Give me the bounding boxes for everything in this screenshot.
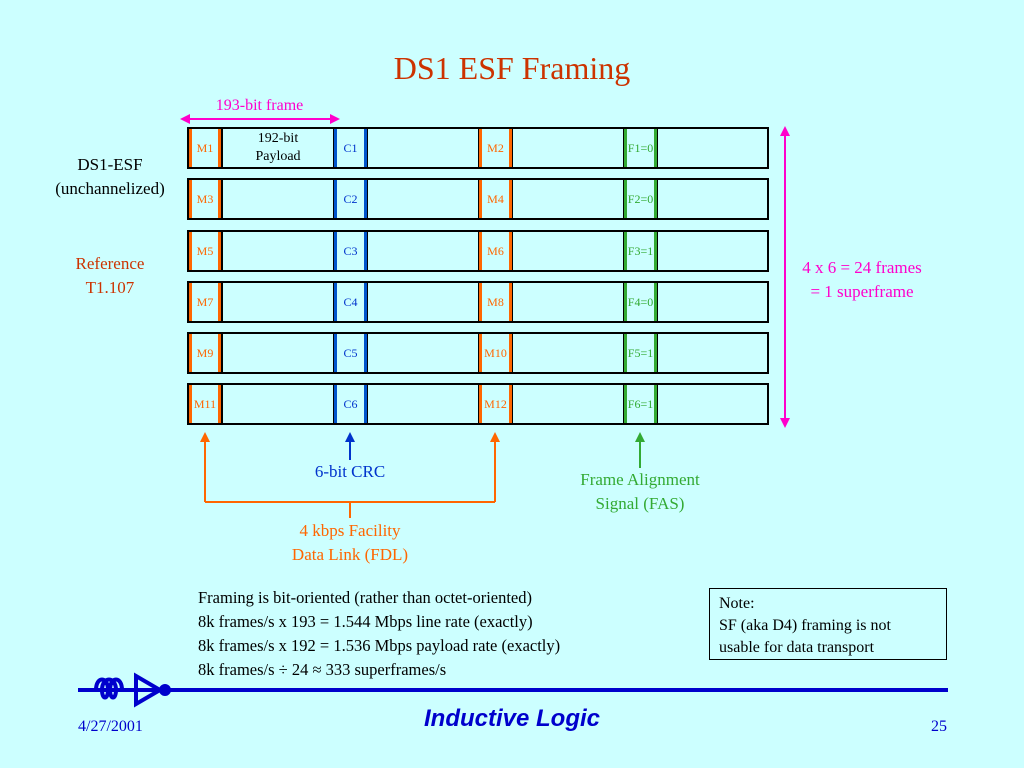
fas-bit-cell: F2=0	[624, 180, 657, 218]
m-bit-cell: M9	[189, 334, 221, 372]
frame-divider	[366, 180, 368, 218]
slide-title: DS1 ESF Framing	[393, 50, 631, 86]
fdl-label-line1: 4 kbps Facility	[299, 521, 401, 540]
fas-bit-cell: F3=1	[624, 232, 657, 270]
frame-divider	[221, 385, 223, 423]
frame-row: M3 C2 M4 F2=0	[187, 178, 769, 220]
fas-label-line1: Frame Alignment	[580, 470, 700, 489]
m-bit-cell: M4	[479, 180, 512, 218]
frame-row: M5 C3 M6 F3=1	[187, 230, 769, 272]
frame-row: M9 C5 M10 F5=1	[187, 332, 769, 374]
frame-row: M11 C6 M12 F6=1	[187, 383, 769, 425]
frame-divider	[656, 334, 658, 372]
superframe-label-line2: = 1 superframe	[810, 282, 914, 301]
frame-divider	[656, 385, 658, 423]
frame-divider	[656, 129, 658, 167]
payload-label-line2: Payload	[255, 149, 301, 164]
frame-divider	[221, 180, 223, 218]
frame-divider	[221, 283, 223, 321]
fas-label-line2: Signal (FAS)	[595, 494, 685, 513]
note-line1: SF (aka D4) framing is not	[719, 617, 891, 634]
frame-divider	[221, 334, 223, 372]
m-bit-cell: M7	[189, 283, 221, 321]
frame-width-arrow	[180, 114, 340, 124]
reference-label-line1: Reference	[75, 254, 145, 273]
fas-bit-cell: F1=0	[624, 129, 657, 167]
note-box: Note: SF (aka D4) framing is not usable …	[709, 588, 947, 660]
reference-label-line2: T1.107	[85, 278, 135, 297]
frame-divider	[511, 283, 513, 321]
m-bit-cell: M2	[479, 129, 512, 167]
page-number: 25	[931, 718, 947, 735]
ds1-esf-label: DS1-ESF (unchannelized)	[40, 153, 180, 201]
frame-divider	[366, 334, 368, 372]
m-bit-cell: M8	[479, 283, 512, 321]
frame-divider	[656, 180, 658, 218]
frame-divider	[656, 283, 658, 321]
crc-bit-cell: C2	[334, 180, 367, 218]
fdl-label: 4 kbps Facility Data Link (FDL)	[265, 519, 435, 567]
fas-bit-cell: F5=1	[624, 334, 657, 372]
superframe-label: 4 x 6 = 24 frames = 1 superframe	[786, 256, 938, 304]
crc-bit-cell: C4	[334, 283, 367, 321]
frame-divider	[366, 232, 368, 270]
fdl-label-line2: Data Link (FDL)	[291, 545, 409, 564]
m-bit-cell: M10	[479, 334, 512, 372]
superframe-label-line1: 4 x 6 = 24 frames	[802, 258, 922, 277]
m-bit-cell: M12	[479, 385, 512, 423]
framing-note: Framing is bit-oriented (rather than oct…	[198, 588, 533, 607]
ds1-esf-label-line1: DS1-ESF	[77, 155, 143, 174]
reference-label: Reference T1.107	[40, 252, 180, 300]
brand-name: Inductive Logic	[423, 705, 600, 732]
m-bit-cell: M5	[189, 232, 221, 270]
footer-rule	[78, 688, 948, 692]
frame-divider	[221, 129, 223, 167]
crc-bit-cell: C1	[334, 129, 367, 167]
frame-divider	[366, 385, 368, 423]
crc-bit-cell: C3	[334, 232, 367, 270]
m-bit-cell: M11	[189, 385, 221, 423]
footer-date: 4/27/2001	[78, 718, 143, 735]
frame-divider	[511, 334, 513, 372]
note-line2: usable for data transport	[719, 639, 875, 656]
frame-label: 193-bit frame	[215, 97, 304, 114]
m-bit-cell: M6	[479, 232, 512, 270]
superframe-height-arrow	[780, 126, 790, 428]
framing-note: 8k frames/s ÷ 24 ≈ 333 superframes/s	[198, 660, 447, 679]
frame-divider	[221, 232, 223, 270]
frame-divider	[511, 232, 513, 270]
framing-note: 8k frames/s x 192 = 1.536 Mbps payload r…	[198, 636, 561, 655]
m-bit-cell: M1	[189, 129, 221, 167]
fas-label: Frame Alignment Signal (FAS)	[555, 468, 725, 516]
fas-bit-cell: F4=0	[624, 283, 657, 321]
m-bit-cell: M3	[189, 180, 221, 218]
framing-notes: Framing is bit-oriented (rather than oct…	[198, 586, 560, 682]
note-title: Note:	[719, 595, 755, 612]
fas-bit-cell: F6=1	[624, 385, 657, 423]
frame-row: M7 C4 M8 F4=0	[187, 281, 769, 323]
frame-divider	[366, 129, 368, 167]
framing-note: 8k frames/s x 193 = 1.544 Mbps line rate…	[198, 612, 533, 631]
crc-label: 6-bit CRC	[314, 462, 386, 481]
frame-divider	[511, 385, 513, 423]
frame-divider	[511, 129, 513, 167]
frame-divider	[656, 232, 658, 270]
frame-divider	[366, 283, 368, 321]
frame-divider	[511, 180, 513, 218]
crc-bit-cell: C6	[334, 385, 367, 423]
crc-bit-cell: C5	[334, 334, 367, 372]
payload-label-line1: 192-bit	[257, 131, 299, 146]
ds1-esf-label-line2: (unchannelized)	[55, 179, 165, 198]
